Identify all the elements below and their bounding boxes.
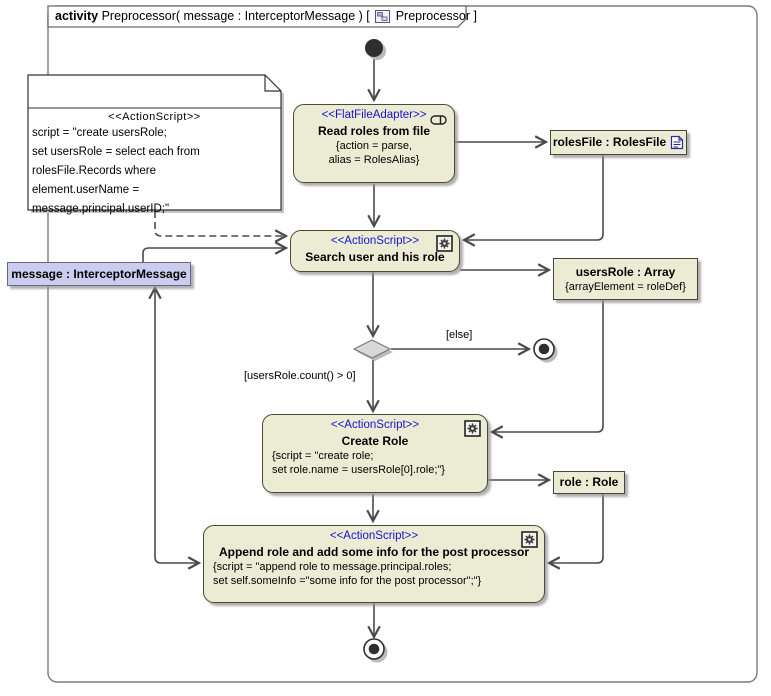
document-icon [670,135,684,150]
stereotype-label: <<FlatFileAdapter>> [321,109,427,121]
note-line: element.userName = [32,184,140,196]
action-properties: {script = "append role to message.princi… [213,561,482,587]
frame-title-text: Preprocessor( message : InterceptorMessa… [98,9,374,23]
note-line: script = "create usersRole; [32,127,167,139]
note-dogear [264,75,281,92]
note-stereotype: <<ActionScript>> [108,111,201,123]
edge-roles-file-to-search[interactable] [464,155,604,240]
object-properties: {arrayElement = roleDef} [565,280,686,293]
action-create-role[interactable]: <<ActionScript>> Create Role {script = "… [262,414,488,493]
edge-append-message[interactable] [155,288,199,563]
diagram-icon [375,9,391,23]
action-properties: {script = "create role; set role.name = … [272,450,445,476]
action-read-roles-from-file[interactable]: <<FlatFileAdapter>> Read roles from file… [293,104,455,183]
actionscript-note[interactable]: <<ActionScript>> script = "create usersR… [29,110,280,219]
action-name: Append role and add some info for the po… [218,545,530,559]
note-shape[interactable] [27,74,282,211]
action-name: Search user and his role [305,250,445,264]
action-name: Read roles from file [317,124,431,138]
gear-icon [436,235,453,252]
guard-else: [else] [446,329,473,341]
frame-keyword: activity [55,9,99,23]
activity-final-dot [368,643,380,655]
object-name: usersRole : Array [575,264,676,279]
action-search-user[interactable]: <<ActionScript>> Search user and his rol… [290,230,460,272]
note-anchor-link[interactable] [154,211,286,236]
decision-node[interactable] [352,339,392,359]
object-users-role[interactable]: usersRole : Array {arrayElement = roleDe… [553,258,698,300]
frame-diagram-name: Preprocessor ] [392,9,477,23]
flow-final-dot [538,343,550,355]
object-name: message : InterceptorMessage [11,266,187,281]
adapter-pill-icon [430,112,447,125]
edge-message-to-search[interactable] [142,248,286,262]
frame-title-tab[interactable] [47,5,467,28]
object-message[interactable]: message : InterceptorMessage [7,262,191,286]
frame-title: activity Preprocessor( message : Interce… [55,9,477,23]
object-role[interactable]: role : Role [553,471,625,494]
action-append-role[interactable]: <<ActionScript>> Append role and add som… [203,525,545,603]
stereotype-label: <<ActionScript>> [330,235,420,247]
edge-role-to-append[interactable] [549,494,604,563]
note-line: set usersRole = select each from [32,146,200,158]
stereotype-label: <<ActionScript>> [330,419,420,431]
action-name: Create Role [341,434,409,448]
gear-icon [464,420,481,437]
gear-icon [521,531,538,548]
object-roles-file[interactable]: rolesFile : RolesFile [550,130,687,155]
stereotype-label: <<ActionScript>> [329,530,419,542]
action-properties: {action = parse, alias = RolesAlias} [328,140,420,166]
guard-users-role-count: [usersRole.count() > 0] [244,370,356,382]
object-name: role : Role [559,475,619,489]
object-name: rolesFile : RolesFile [552,135,667,149]
note-line: rolesFile.Records where [32,165,156,177]
note-line: message.principal.userID;" [32,203,170,215]
edge-users-role-to-create-role[interactable] [492,299,604,432]
initial-node[interactable] [365,39,383,57]
